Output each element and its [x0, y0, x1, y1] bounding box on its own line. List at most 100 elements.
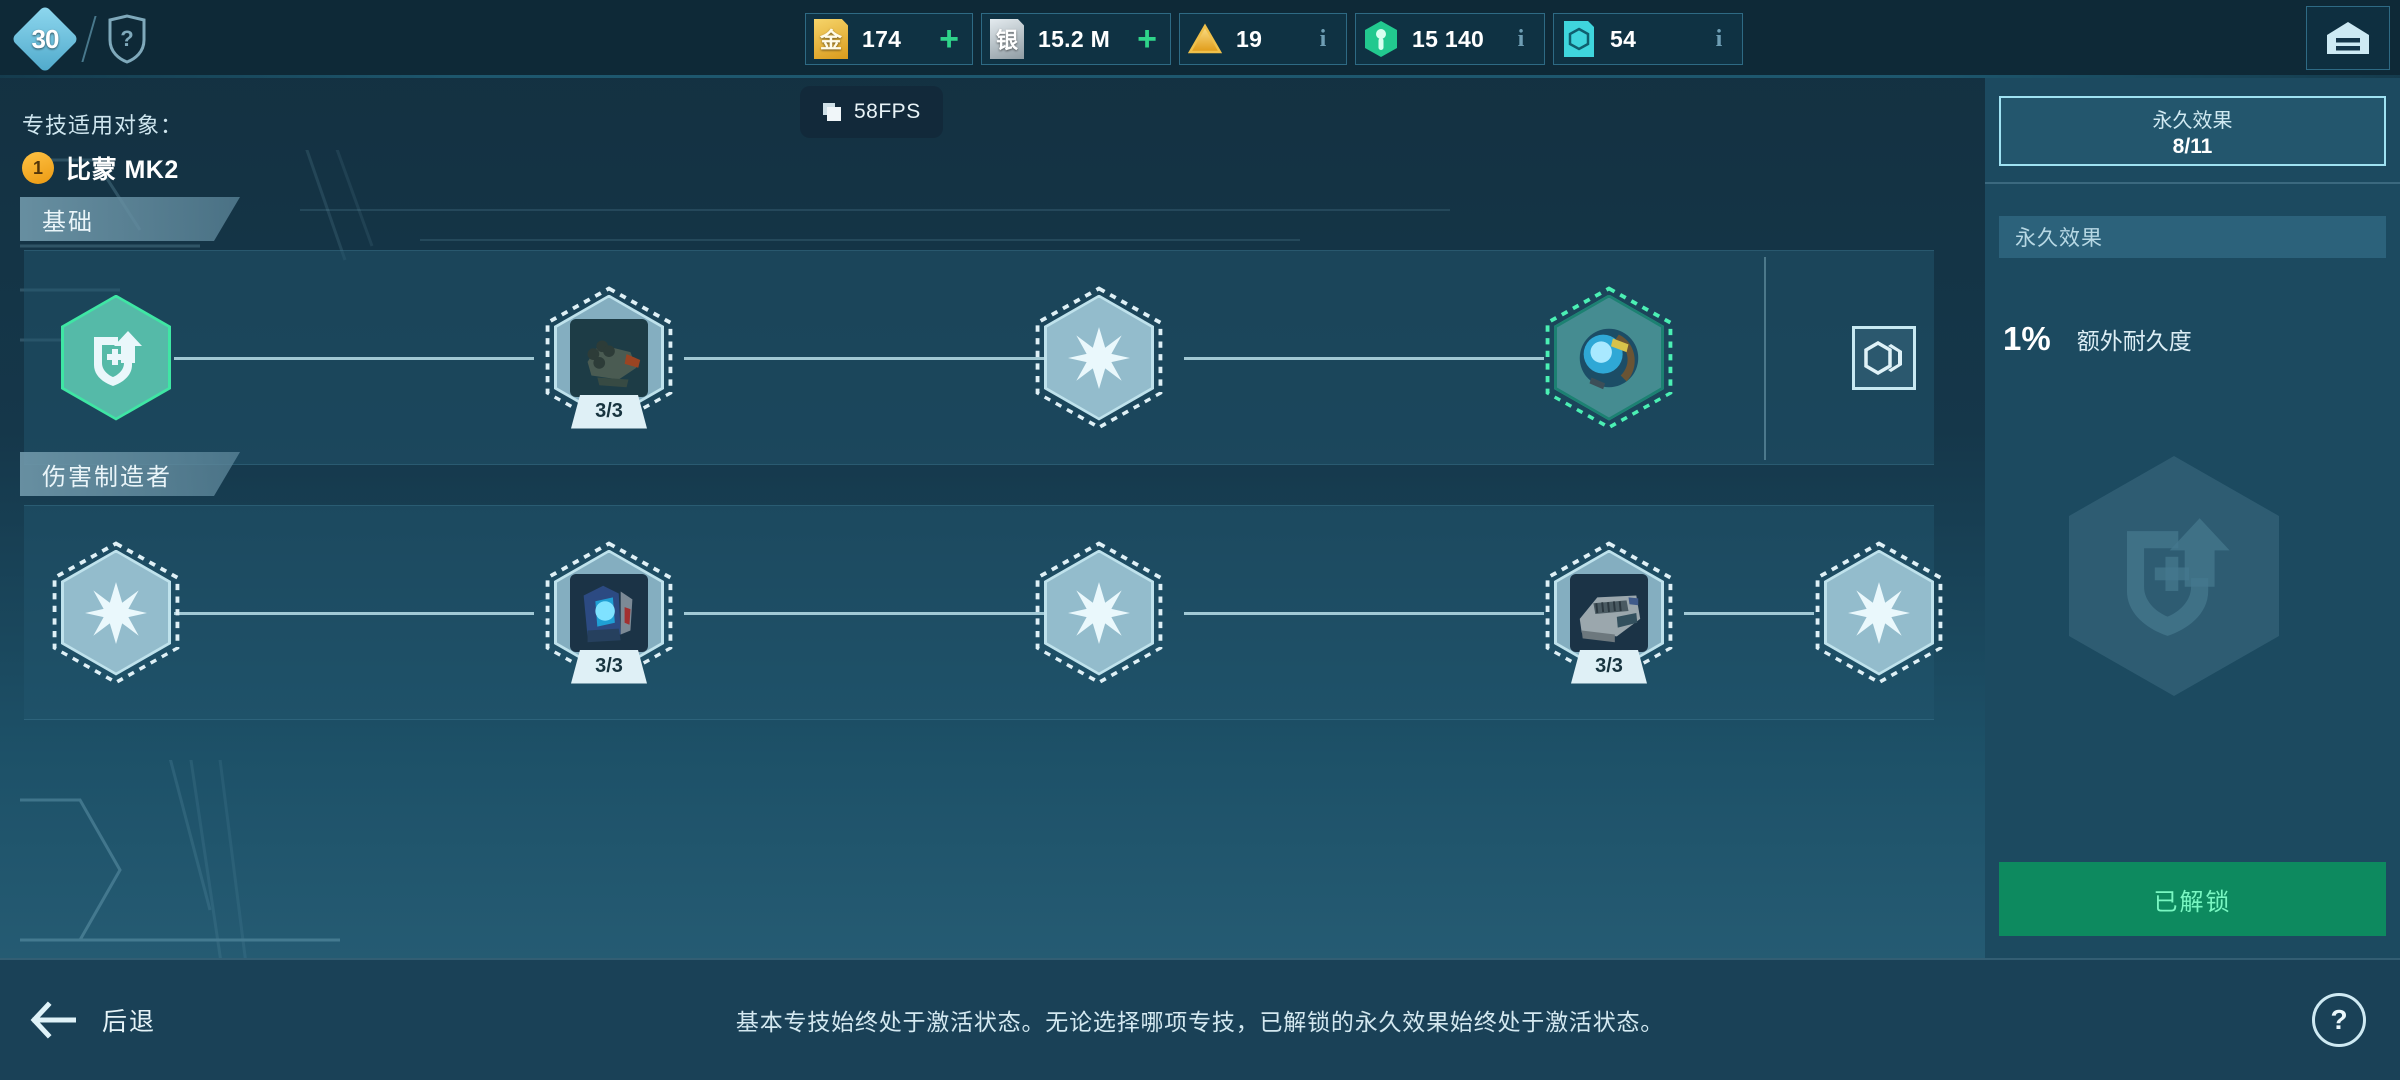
node-level-badge: 3/3	[571, 649, 647, 684]
divider-slash	[81, 16, 97, 62]
help-button[interactable]: ?	[2312, 993, 2366, 1047]
silver-tile-icon: 银	[988, 18, 1026, 60]
skill-row-label: 伤害制造者	[42, 463, 172, 491]
hangar-button[interactable]	[2306, 6, 2390, 70]
resource-silver[interactable]: 银 15.2 M +	[981, 13, 1171, 65]
permanent-effect-tab[interactable]: 永久效果 8/11	[1999, 96, 2386, 166]
skill-node-damage-5[interactable]	[1815, 540, 1943, 685]
warning-info-button[interactable]: i	[1300, 13, 1346, 65]
gem-value: 15 140	[1412, 25, 1485, 52]
unit-name: 比蒙 MK2	[66, 156, 179, 184]
card-info-button[interactable]: i	[1696, 13, 1742, 65]
unlock-button[interactable]: 已解锁	[1999, 862, 2386, 936]
permanent-effect-tab-count: 8/11	[2172, 134, 2213, 158]
gem-info-button[interactable]: i	[1498, 13, 1544, 65]
warning-triangle-icon	[1186, 18, 1224, 60]
mech-art-icon	[570, 573, 648, 652]
fps-indicator: 58FPS	[800, 86, 943, 138]
node-link	[684, 357, 1044, 360]
node-link	[684, 612, 1044, 615]
row-divider	[1764, 257, 1766, 460]
skill-row-basic: 基础	[24, 250, 1934, 465]
resource-gold[interactable]: 金 174 +	[805, 13, 973, 65]
skill-node-damage-1[interactable]	[52, 540, 180, 685]
node-body	[1827, 552, 1931, 673]
stat-label: 额外耐久度	[2076, 328, 2192, 354]
unit-slot-badge: 1	[22, 152, 54, 184]
permanent-effect-tab-title: 永久效果	[2152, 109, 2233, 132]
panel-section-header: 永久效果	[1999, 216, 2386, 258]
skill-tree: 基础	[0, 250, 1985, 760]
skill-node-basic-3[interactable]	[1035, 285, 1163, 430]
stat-value: 1%	[2003, 320, 2051, 357]
node-link	[1184, 612, 1544, 615]
crate-art-icon	[1570, 573, 1648, 652]
hangar-icon	[2327, 22, 2369, 54]
energy-orb-art-icon	[1579, 328, 1639, 389]
silver-add-button[interactable]: +	[1124, 13, 1170, 65]
info-icon: i	[1715, 25, 1723, 52]
plus-icon: +	[939, 20, 959, 58]
green-gem-icon	[1362, 18, 1400, 60]
skill-row-tag: 基础	[20, 197, 240, 241]
back-button-label: 后退	[102, 1008, 157, 1036]
node-body	[1557, 297, 1661, 418]
unlock-button-label: 已解锁	[2153, 888, 2232, 916]
skill-row-label: 基础	[42, 208, 94, 236]
unit-header: 专技适用对象： 1 比蒙 MK2	[22, 108, 183, 186]
node-body	[1557, 552, 1661, 673]
info-icon: i	[1319, 25, 1327, 52]
skill-node-group: 3/3	[24, 251, 1934, 464]
resource-bar: 金 174 + 银 15.2 M +	[805, 13, 1743, 65]
node-level-badge: 3/3	[1571, 649, 1647, 684]
bottom-bar: 后退 基本专技始终处于激活状态。无论选择哪项专技，已解锁的永久效果始终处于激活状…	[0, 958, 2400, 1080]
gold-tile-icon: 金	[812, 18, 850, 60]
skill-node-damage-4[interactable]: 3/3	[1545, 540, 1673, 685]
plus-icon: +	[1137, 20, 1157, 58]
shield-question-icon[interactable]: ?	[106, 14, 148, 64]
stat-row: 1% 额外耐久度	[2003, 320, 2400, 358]
svg-text:?: ?	[120, 26, 133, 51]
shield-upgrade-icon	[2126, 518, 2230, 636]
skill-node-group: 3/3	[24, 506, 1943, 719]
fps-value: 58FPS	[854, 100, 921, 123]
top-bar: 30 ? 金 174 + 银	[0, 0, 2400, 78]
warning-value: 19	[1236, 25, 1263, 52]
silver-value: 15.2 M	[1038, 25, 1111, 52]
gold-add-button[interactable]: +	[926, 13, 972, 65]
skill-node-basic-4[interactable]	[1545, 285, 1673, 430]
resource-warning[interactable]: 19 i	[1179, 13, 1347, 65]
unit-row[interactable]: 1 比蒙 MK2	[22, 150, 183, 186]
burst-star-icon	[1848, 581, 1910, 644]
double-hex-icon	[1864, 340, 1902, 375]
shield-upgrade-icon	[94, 330, 142, 386]
resource-card[interactable]: 54 i	[1553, 13, 1743, 65]
card-value: 54	[1610, 25, 1637, 52]
node-level-badge: 3/3	[571, 394, 647, 429]
player-level-badge: 30	[8, 2, 82, 76]
turret-art-icon	[570, 318, 648, 397]
cyan-card-icon	[1560, 18, 1598, 60]
detail-panel: 永久效果 8/11 永久效果 1% 额外耐久度 已解锁	[1985, 78, 2400, 958]
node-body	[1047, 552, 1151, 673]
extra-skill-button[interactable]	[1852, 325, 1916, 390]
gold-value: 174	[862, 25, 902, 52]
arrow-left-icon	[30, 1001, 76, 1039]
back-button[interactable]: 后退	[30, 1001, 156, 1039]
gold-glyph: 金	[814, 19, 848, 59]
burst-star-icon	[85, 581, 147, 644]
burst-star-icon	[1068, 581, 1130, 644]
panel-watermark	[2069, 456, 2279, 696]
skill-node-basic-2[interactable]: 3/3	[545, 285, 673, 430]
node-body	[1047, 297, 1151, 418]
skill-node-basic-1[interactable]	[57, 291, 175, 425]
panel-divider	[1985, 182, 2400, 184]
node-link	[1684, 612, 1814, 615]
node-link	[1184, 357, 1544, 360]
silver-glyph: 银	[990, 19, 1024, 59]
info-icon: i	[1517, 25, 1525, 52]
skill-node-damage-3[interactable]	[1035, 540, 1163, 685]
resource-gem[interactable]: 15 140 i	[1355, 13, 1545, 65]
skill-node-damage-2[interactable]: 3/3	[545, 540, 673, 685]
